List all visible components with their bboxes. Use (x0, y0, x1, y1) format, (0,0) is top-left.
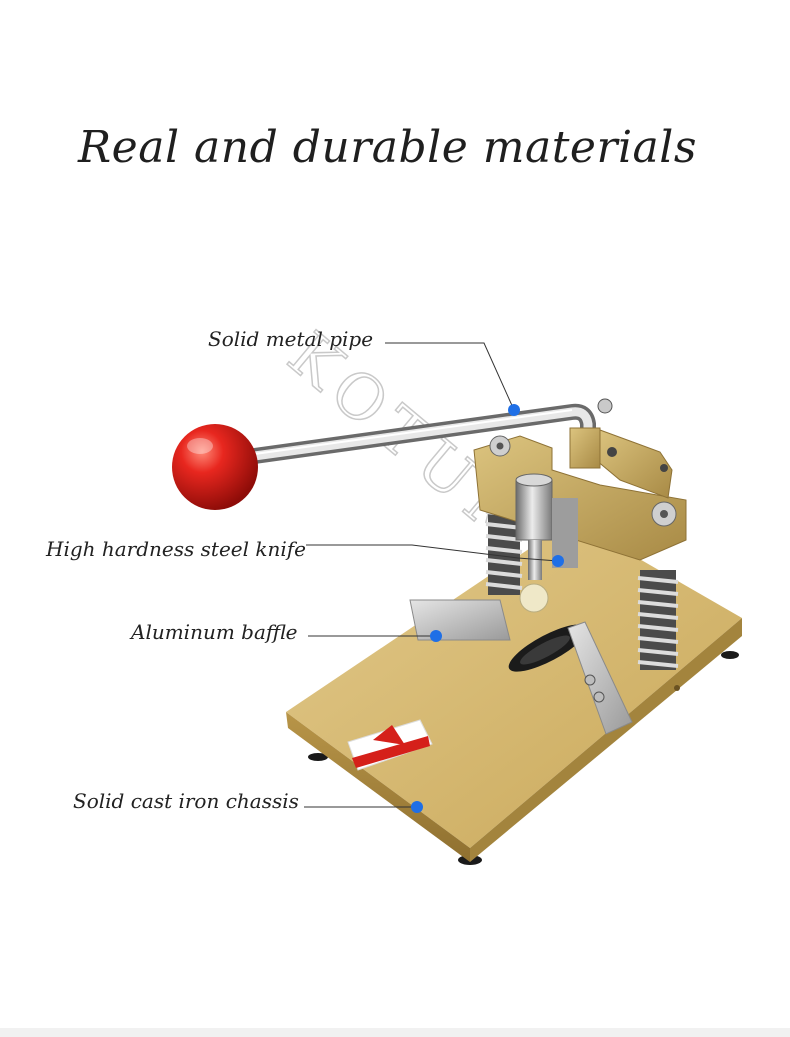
callout-lines (304, 342, 559, 808)
base-foot (308, 753, 328, 761)
warning-label (347, 719, 433, 771)
callout-knife: High hardness steel knife (46, 537, 307, 561)
callout-pipe: Solid metal pipe (208, 327, 374, 351)
marker-baffle (430, 630, 442, 642)
metal-pipe (232, 398, 613, 469)
press-frame (473, 429, 687, 561)
red-knob (172, 424, 258, 510)
marker-chassis (411, 801, 423, 813)
steel-knife (515, 473, 578, 613)
footer-band (0, 1028, 790, 1037)
right-spring (637, 570, 679, 670)
guide-plate (567, 621, 633, 735)
marker-knife (552, 555, 564, 567)
page-title: Real and durable materials (78, 122, 697, 173)
cast-iron-chassis (286, 520, 742, 862)
callout-chassis: Solid cast iron chassis (73, 789, 299, 813)
callout-baffle: Aluminum baffle (131, 620, 298, 644)
aluminum-baffle (409, 599, 511, 641)
marker-pipe (508, 404, 520, 416)
base-foot (721, 651, 739, 659)
